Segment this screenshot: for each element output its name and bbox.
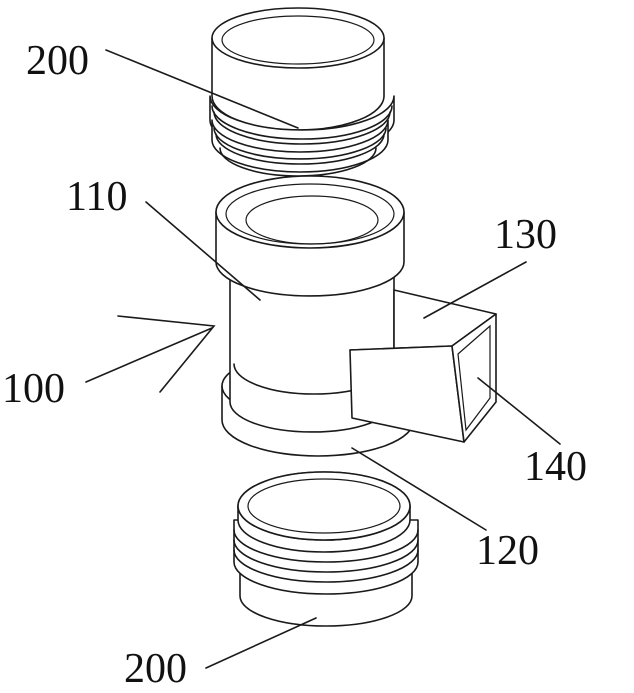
label-200-top: 200 bbox=[26, 38, 89, 84]
leader-130 bbox=[423, 261, 527, 319]
label-100: 100 bbox=[2, 366, 65, 412]
bottom-threaded-fitting bbox=[233, 471, 419, 627]
assembly-arrow bbox=[117, 315, 216, 393]
label-110: 110 bbox=[66, 174, 127, 220]
label-200-bottom: 200 bbox=[124, 646, 187, 692]
label-130: 130 bbox=[494, 212, 557, 258]
leader-200-top bbox=[105, 49, 299, 129]
leader-110 bbox=[145, 201, 261, 301]
label-120: 120 bbox=[476, 528, 539, 574]
leader-200-bottom bbox=[205, 617, 317, 669]
reference-numerals: 200 110 130 100 140 120 200 bbox=[2, 38, 587, 692]
leader-140 bbox=[477, 377, 561, 445]
leader-100 bbox=[85, 327, 213, 383]
top-threaded-fitting bbox=[209, 7, 395, 177]
upper-collar bbox=[215, 175, 405, 297]
label-140: 140 bbox=[524, 444, 587, 490]
side-branch bbox=[349, 289, 497, 443]
leader-lines bbox=[85, 49, 561, 669]
leader-120 bbox=[351, 447, 487, 531]
